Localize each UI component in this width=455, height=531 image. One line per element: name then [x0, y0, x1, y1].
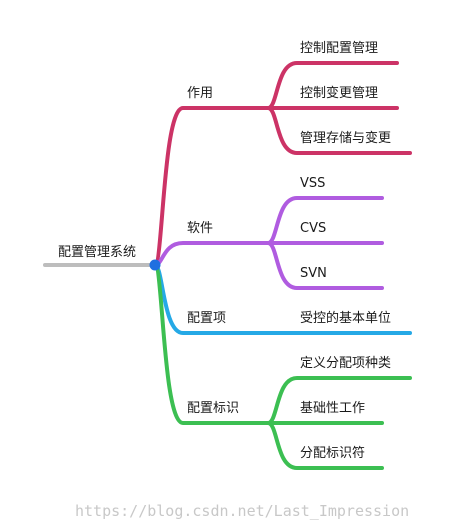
- root-connector-dot: [149, 259, 161, 271]
- child-label-2-3: SVN: [300, 266, 327, 281]
- child-label-4-2: 基础性工作: [300, 401, 365, 416]
- branch-label-1: 作用: [187, 86, 213, 101]
- watermark-text: https://blog.csdn.net/Last_Impression: [75, 502, 409, 520]
- child-label-1-1: 控制配置管理: [300, 41, 378, 56]
- edge-branch-1: [153, 106, 270, 267]
- edge-child-2-3: [266, 241, 384, 290]
- edge-child-1-3: [266, 106, 412, 155]
- branch-label-4: 配置标识: [187, 401, 239, 416]
- child-label-3-1: 受控的基本单位: [300, 310, 391, 326]
- child-label-4-1: 定义分配项种类: [300, 356, 391, 371]
- edge-branch-2: [153, 241, 270, 267]
- edge-child-4-3: [266, 421, 384, 470]
- child-label-2-1: VSS: [300, 176, 325, 191]
- edge-branch-4: [153, 263, 270, 425]
- branch-label-2: 软件: [187, 221, 213, 236]
- child-label-1-2: 控制变更管理: [300, 85, 378, 101]
- child-label-4-3: 分配标识符: [300, 445, 365, 461]
- branch-label-3: 配置项: [187, 311, 226, 326]
- child-label-2-2: CVS: [300, 221, 326, 236]
- root-node-label: 配置管理系统: [58, 245, 136, 260]
- edges-layer: [153, 61, 412, 470]
- child-label-1-3: 管理存储与变更: [300, 130, 391, 146]
